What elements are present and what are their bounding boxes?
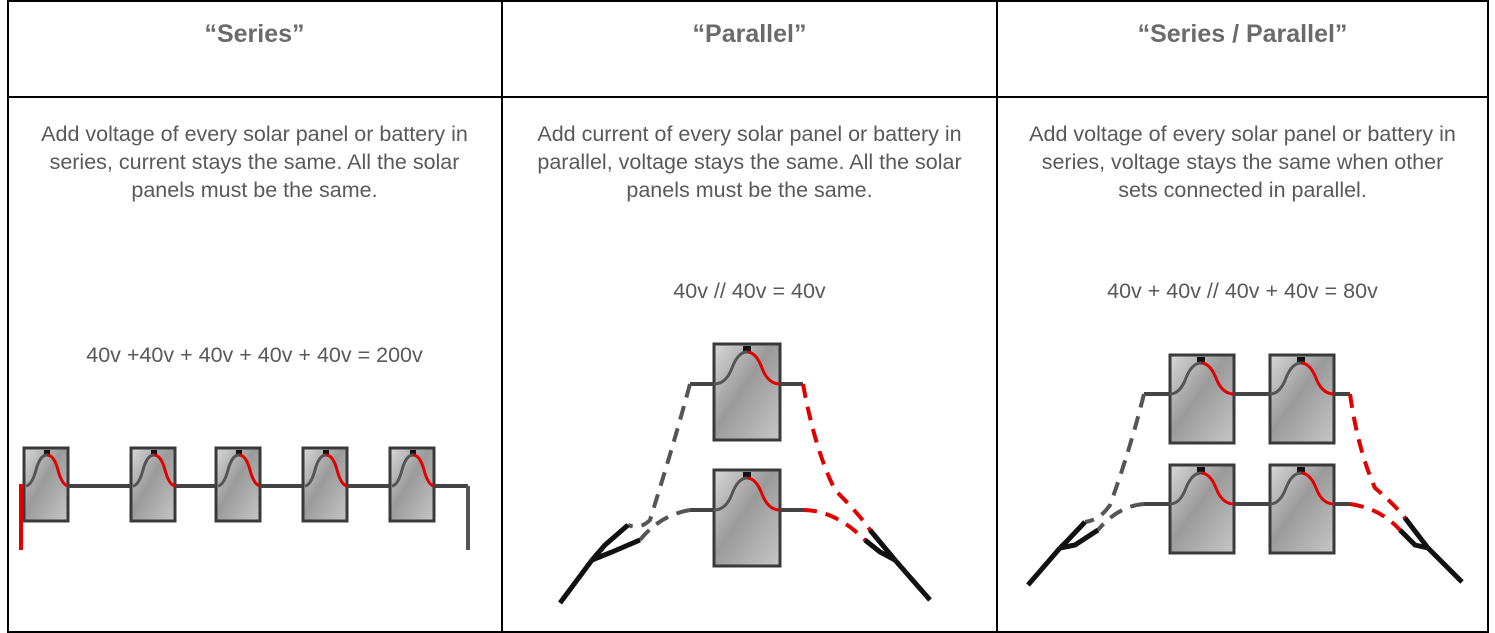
parallel-title: “Parallel” xyxy=(692,20,807,48)
series-column: “Series” Add voltage of every solar pane… xyxy=(8,0,501,633)
series-parallel-diagram xyxy=(1026,353,1464,587)
solar-panel-icon xyxy=(1268,463,1336,555)
table-border-left xyxy=(7,0,9,633)
solar-panel-icon xyxy=(1268,353,1336,445)
series-header: “Series” xyxy=(8,0,501,96)
series-formula: 40v +40v + 40v + 40v + 40v = 200v xyxy=(86,343,423,367)
solar-panel-icon xyxy=(301,446,349,523)
solar-panel-icon xyxy=(214,446,262,523)
y-branch-connector-icon xyxy=(557,523,641,605)
parallel-description: Add current of every solar panel or batt… xyxy=(537,122,962,202)
parallel-column: “Parallel” Add current of every solar pa… xyxy=(503,0,996,633)
table-border-bottom xyxy=(7,631,1489,633)
y-branch-connector-icon xyxy=(863,528,932,602)
y-branch-connector-icon xyxy=(1026,520,1100,587)
column-divider-1 xyxy=(501,0,503,633)
series-title: “Series” xyxy=(204,20,305,48)
series-diagram xyxy=(19,446,470,550)
parallel-formula: 40v // 40v = 40v xyxy=(673,279,826,303)
table-border-right xyxy=(1487,0,1489,633)
y-branch-connector-icon xyxy=(1398,516,1464,584)
series-description: Add voltage of every solar panel or batt… xyxy=(41,122,468,202)
solar-panel-icon xyxy=(712,468,782,568)
solar-panel-icon xyxy=(712,342,782,442)
solar-panel-icon xyxy=(1168,353,1236,445)
series-parallel-title: “Series / Parallel” xyxy=(1137,20,1348,48)
solar-panel-icon xyxy=(22,446,70,523)
parallel-diagram xyxy=(557,342,932,605)
parallel-header: “Parallel” xyxy=(503,0,996,96)
solar-panel-icon xyxy=(388,446,436,523)
solar-panel-icon xyxy=(129,446,177,523)
solar-panel-icon xyxy=(1168,463,1236,555)
table-border-top xyxy=(7,0,1489,2)
header-divider xyxy=(7,96,1489,98)
series-parallel-description: Add voltage of every solar panel or batt… xyxy=(1029,122,1456,202)
series-parallel-column: “Series / Parallel” Add voltage of every… xyxy=(998,0,1487,633)
series-parallel-header: “Series / Parallel” xyxy=(998,0,1487,96)
positive-lead xyxy=(19,484,24,550)
series-parallel-formula: 40v + 40v // 40v + 40v = 80v xyxy=(1107,279,1378,303)
column-divider-2 xyxy=(996,0,998,633)
